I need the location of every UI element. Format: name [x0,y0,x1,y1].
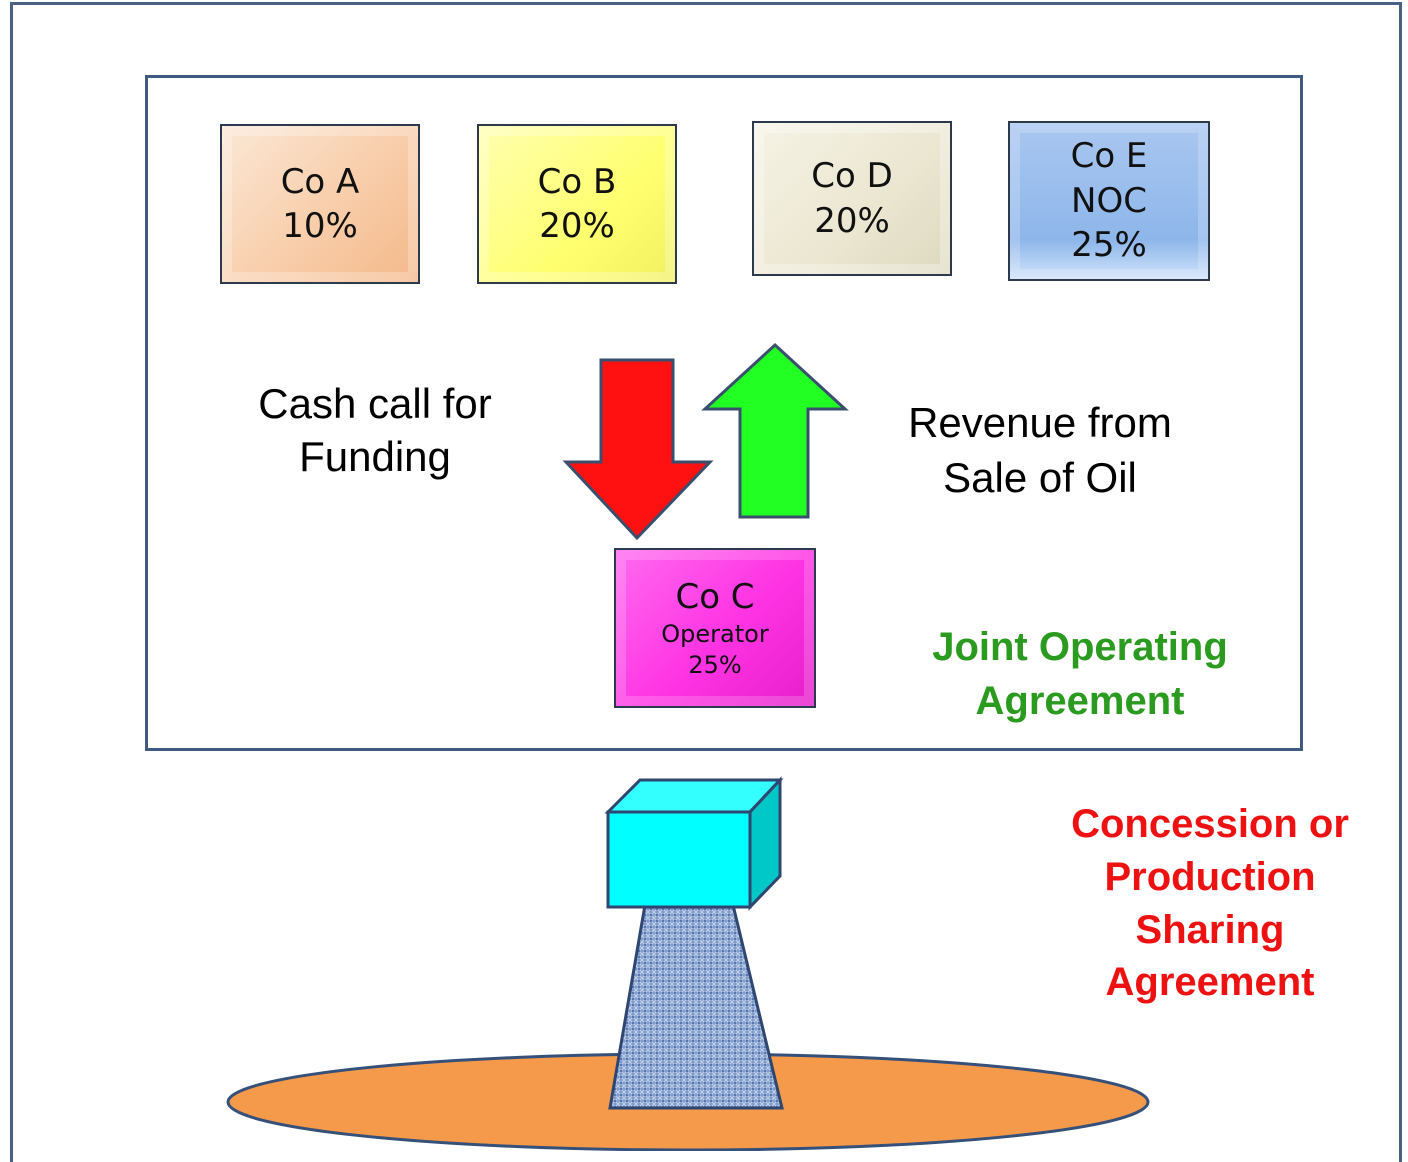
joa-line-2: Agreement [975,679,1185,723]
company-name: Co A [280,161,360,202]
company-share: 20% [539,206,615,246]
company-share: 10% [282,206,358,246]
production-sharing-agreement-label: Concession or Production Sharing Agreeme… [1060,798,1360,1009]
company-name: Co E [1070,135,1148,176]
company-share: 20% [814,200,890,241]
company-box-co-e: Co E NOC 25% [1008,121,1210,281]
company-name: Co D [811,156,893,197]
revenue-arrow [701,342,849,519]
psa-line-1: Concession or [1071,802,1349,846]
company-name: Co C [675,576,755,617]
platform-leg [608,903,784,1110]
company-box-co-c: Co C Operator 25% [614,548,816,708]
company-role: Operator [661,619,769,648]
joa-line-1: Joint Operating [932,625,1228,669]
joint-operating-agreement-label: Joint Operating Agreement [890,620,1270,728]
psa-line-3: Sharing [1135,907,1285,952]
revenue-line-2: Sale of Oil [943,453,1137,501]
company-role: NOC [1071,180,1147,221]
company-box-co-a: Co A 10% [220,124,420,284]
company-share: 25% [688,651,742,680]
company-share: 25% [1071,225,1147,266]
cash-call-label: Cash call for Funding [225,378,525,483]
revenue-label: Revenue from Sale of Oil [870,396,1210,505]
revenue-line-1: Revenue from [908,399,1172,446]
cash-call-line-2: Funding [299,432,451,480]
platform-deck-icon [604,776,784,911]
cash-call-arrow [562,358,714,541]
company-box-co-d: Co D 20% [752,121,952,276]
cash-call-line-1: Cash call for [258,380,492,427]
company-name: Co B [537,161,617,202]
company-box-co-b: Co B 20% [477,124,677,284]
psa-line-2: Production [1104,854,1316,899]
psa-line-4: Agreement [1105,960,1315,1005]
slide-border [10,2,1402,1162]
